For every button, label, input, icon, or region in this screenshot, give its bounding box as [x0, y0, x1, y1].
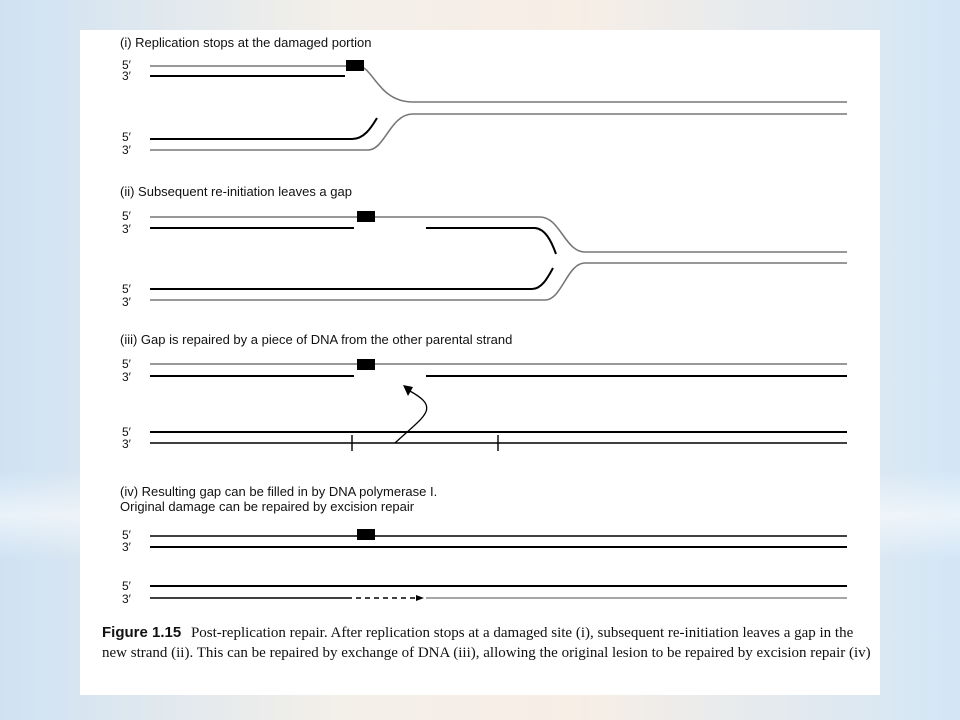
panel-i-label-3-bottom: 3′: [122, 143, 132, 157]
panel-ii-new-strand-bottom: [150, 267, 554, 290]
panel-iv-fill-arrowhead: [416, 595, 424, 601]
panel-iii-label-5-bottom: 5′: [122, 425, 132, 439]
panel-iv-label-5-bottom: 5′: [122, 579, 132, 593]
panel-ii-label-3-top: 3′: [122, 222, 132, 236]
panel-i-damage-lesion: [346, 60, 364, 71]
repair-diagram: (i) Replication stops at the damaged por…: [120, 35, 847, 606]
panel-i-parental-strand-top: [150, 65, 847, 103]
panel-i-new-strand-bottom: [150, 117, 378, 140]
panel-iv: (iv) Resulting gap can be filled in by D…: [120, 484, 847, 606]
panel-ii-new-strand-top-right: [426, 227, 557, 255]
panel-iii-label-3-top: 3′: [122, 370, 132, 384]
panel-iii-damage-lesion: [357, 359, 375, 370]
panel-ii: (ii) Subsequent re-initiation leaves a g…: [120, 184, 847, 309]
panel-i: (i) Replication stops at the damaged por…: [120, 35, 847, 157]
panel-ii-heading: (ii) Subsequent re-initiation leaves a g…: [120, 184, 352, 199]
figure-label: Figure 1.15: [102, 624, 182, 641]
panel-i-label-3-top: 3′: [122, 69, 132, 83]
panel-ii-parental-strand-bottom: [150, 262, 847, 301]
panel-i-parental-strand-bottom: [150, 113, 847, 151]
panel-i-heading: (i) Replication stops at the damaged por…: [120, 35, 371, 50]
panel-iii-exchange-arrowhead: [403, 385, 413, 396]
panel-iv-label-3-top: 3′: [122, 540, 132, 554]
panel-iv-heading-line2: Original damage can be repaired by excis…: [120, 499, 415, 514]
panel-iv-label-3-bottom: 3′: [122, 592, 132, 606]
panel-iv-label-5-top: 5′: [122, 528, 132, 542]
panel-ii-parental-strand-top: [150, 216, 847, 253]
caption-text: Post-replication repair. After replicati…: [102, 625, 871, 661]
panel-iii-exchange-arrow: [394, 389, 428, 444]
panel-ii-label-3-bottom: 3′: [122, 295, 132, 309]
panel-iv-heading-line1: (iv) Resulting gap can be filled in by D…: [120, 484, 437, 499]
panel-iii-heading: (iii) Gap is repaired by a piece of DNA …: [120, 332, 512, 347]
panel-iii-label-5-top: 5′: [122, 357, 132, 371]
panel-i-label-5-top: 5′: [122, 58, 132, 72]
panel-iii-label-3-bottom: 3′: [122, 437, 132, 451]
panel-iv-damage-lesion: [357, 529, 375, 540]
panel-ii-label-5-bottom: 5′: [122, 282, 132, 296]
panel-iii: (iii) Gap is repaired by a piece of DNA …: [120, 332, 847, 451]
panel-i-label-5-bottom: 5′: [122, 130, 132, 144]
figure-caption: Figure 1.15 Post-replication repair. Aft…: [102, 623, 872, 663]
panel-ii-damage-lesion: [357, 211, 375, 222]
panel-ii-label-5-top: 5′: [122, 209, 132, 223]
figure-card: (i) Replication stops at the damaged por…: [80, 30, 880, 695]
